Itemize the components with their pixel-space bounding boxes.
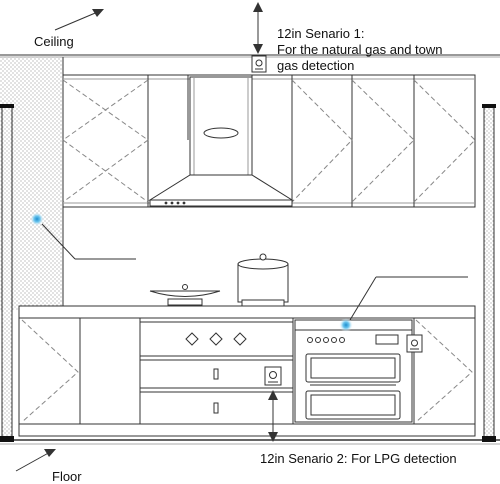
lower-cabinets (18, 317, 476, 437)
left-post (0, 104, 14, 442)
counter-sensor (339, 276, 468, 332)
gas-detector-icon (406, 334, 423, 353)
wall-sensor (30, 212, 136, 260)
oven (294, 319, 413, 423)
scenario1-title: 12in Senario 1: (277, 26, 365, 41)
ceiling-line (0, 54, 500, 58)
ceiling-label: Ceiling (34, 34, 74, 49)
stock-pot (237, 253, 289, 307)
scenario1-line1: For the natural gas and town (277, 42, 443, 57)
double-arrow-icon (253, 2, 263, 54)
ceiling-arrow (54, 9, 104, 31)
scenario2-label: 12in Senario 2: For LPG detection (260, 451, 457, 466)
countertop (18, 305, 476, 319)
frying-pan (149, 284, 221, 306)
gas-detector-icon (264, 366, 282, 386)
floor-line (0, 439, 500, 445)
gas-detector-icon (251, 55, 267, 73)
floor-label: Floor (52, 469, 82, 484)
floor-arrow (15, 449, 56, 472)
drawer-stack (139, 321, 294, 425)
range-hood (148, 76, 294, 207)
right-post (482, 104, 496, 442)
scenario1-line2: gas detection (277, 58, 355, 73)
double-arrow-icon (268, 390, 278, 442)
